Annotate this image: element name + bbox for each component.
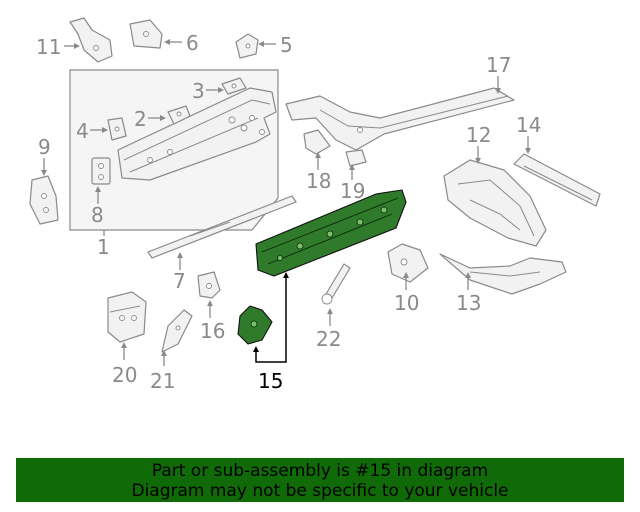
leader-lines [41, 39, 531, 366]
callout-17[interactable]: 17 [486, 53, 511, 77]
part-21-bracket [161, 309, 193, 353]
part-8-bracket [91, 157, 111, 185]
callout-19[interactable]: 19 [340, 179, 365, 203]
info-banner: Part or sub-assembly is #15 in diagram D… [16, 458, 624, 502]
callout-11[interactable]: 11 [36, 35, 61, 59]
callout-10[interactable]: 10 [394, 291, 419, 315]
callout-7[interactable]: 7 [173, 269, 186, 293]
callout-3[interactable]: 3 [192, 79, 205, 103]
parts-diagram: 11 6 5 3 2 4 9 8 1 7 17 12 14 18 19 10 1… [29, 17, 601, 393]
part-5-bracket [235, 33, 259, 59]
part-12-apron [443, 159, 547, 247]
callout-18[interactable]: 18 [306, 169, 331, 193]
part-19-bracket [345, 149, 367, 167]
part-2-bracket [167, 105, 191, 125]
callout-22[interactable]: 22 [316, 327, 341, 351]
callout-15[interactable]: 15 [258, 369, 283, 393]
part-9-bracket [29, 175, 59, 225]
callout-16[interactable]: 16 [200, 319, 225, 343]
front-rail-assembly [117, 87, 277, 181]
callout-numbers: 11 6 5 3 2 4 9 8 1 7 17 12 14 18 19 10 1… [36, 31, 541, 393]
part-16-bracket [197, 271, 221, 299]
callout-13[interactable]: 13 [456, 291, 481, 315]
callout-14[interactable]: 14 [516, 113, 541, 137]
part-10-bracket [387, 243, 429, 283]
part-15-crossmember-highlight[interactable] [255, 189, 407, 277]
part-11-bracket [69, 17, 113, 63]
part-14-rail [513, 153, 601, 207]
banner-line-2: Diagram may not be specific to your vehi… [131, 481, 509, 501]
callout-12[interactable]: 12 [466, 123, 491, 147]
part-22-strut [321, 263, 351, 305]
part-4-bracket [107, 117, 127, 141]
callout-20[interactable]: 20 [112, 363, 137, 387]
callout-5[interactable]: 5 [280, 33, 293, 57]
part-3-bracket [221, 77, 247, 95]
part-17-rail [285, 87, 515, 151]
callout-21[interactable]: 21 [150, 369, 175, 393]
callout-8[interactable]: 8 [91, 203, 104, 227]
part-20-box-bracket [107, 291, 147, 343]
callout-6[interactable]: 6 [186, 31, 199, 55]
part-6-bracket [129, 19, 163, 49]
callout-2[interactable]: 2 [134, 107, 147, 131]
leader-15-highlight [253, 272, 289, 363]
callout-1[interactable]: 1 [97, 235, 110, 259]
callout-9[interactable]: 9 [38, 135, 51, 159]
part-15-bracket-highlight[interactable] [237, 305, 273, 345]
part-7-rail [147, 195, 297, 259]
callout-4[interactable]: 4 [76, 119, 89, 143]
part-13-panel [439, 253, 567, 295]
banner-line-1: Part or sub-assembly is #15 in diagram [151, 461, 489, 481]
part-18-bracket [303, 129, 331, 155]
